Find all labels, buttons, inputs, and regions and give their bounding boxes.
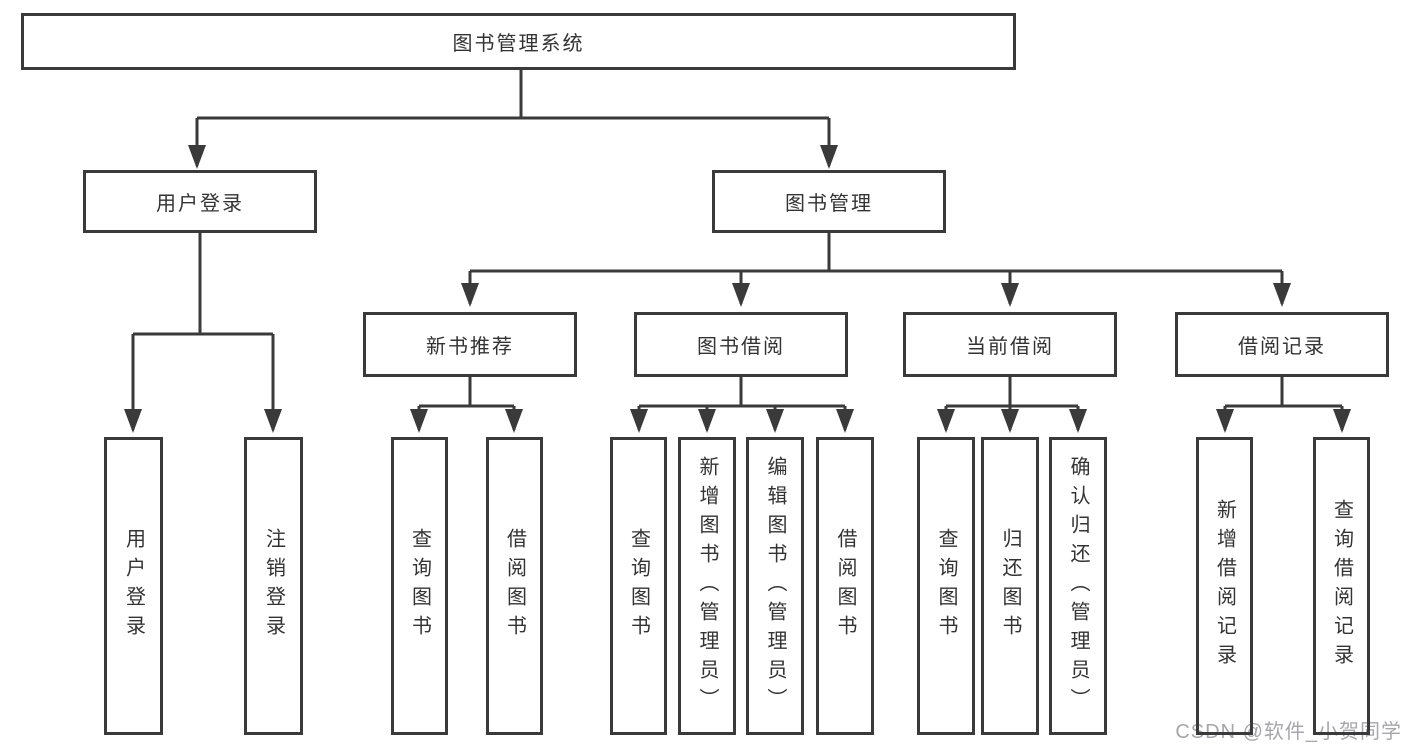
- node-new-book-recommend: 新书推荐: [363, 312, 577, 377]
- node-current-borrow: 当前借阅: [903, 312, 1117, 377]
- leaf-return-books: 归还图书: [981, 437, 1039, 735]
- leaf-user-login: 用户登录: [104, 437, 163, 735]
- leaf-query-borrow-record: 查询借阅记录: [1313, 437, 1370, 735]
- node-book-borrow: 图书借阅: [634, 312, 848, 377]
- leaf-borrow-books-2: 借阅图书: [816, 437, 874, 735]
- leaf-borrow-books-1: 借阅图书: [486, 437, 543, 735]
- watermark: CSDN @软件_小贺同学: [1175, 721, 1402, 743]
- leaf-add-borrow-record: 新增借阅记录: [1196, 437, 1253, 735]
- leaf-add-books-admin: 新增图书（管理员）: [678, 437, 736, 735]
- leaf-query-books-2: 查询图书: [610, 437, 667, 735]
- node-borrow-records: 借阅记录: [1175, 312, 1389, 377]
- leaf-confirm-return-admin: 确认归还（管理员）: [1049, 437, 1107, 735]
- node-user-login: 用户登录: [83, 170, 317, 233]
- node-library-system: 图书管理系统: [21, 13, 1016, 70]
- node-book-management: 图书管理: [712, 170, 946, 233]
- leaf-query-books-1: 查询图书: [391, 437, 448, 735]
- leaf-logout-login: 注销登录: [244, 437, 303, 735]
- leaf-query-books-3: 查询图书: [917, 437, 975, 735]
- leaf-edit-books-admin: 编辑图书（管理员）: [746, 437, 804, 735]
